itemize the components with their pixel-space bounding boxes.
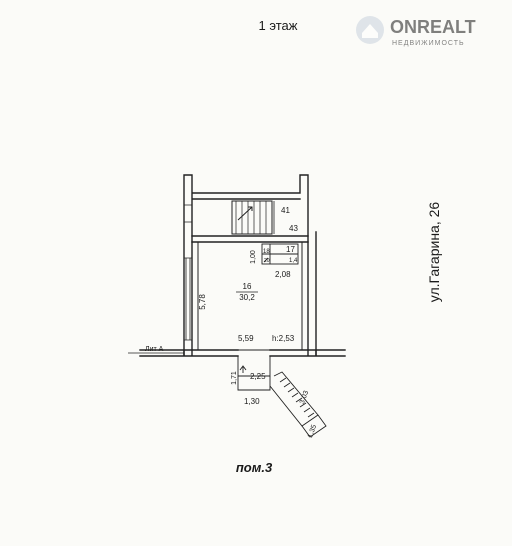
dimension-1-00: 1,00 — [250, 250, 257, 264]
watermark-tagline: НЕДВИЖИМОСТЬ — [392, 40, 465, 47]
label-room-41: 41 — [281, 206, 290, 215]
label-ceiling-height: h:2,53 — [272, 334, 295, 343]
door-arrow-icon — [239, 365, 247, 373]
room-16-outline — [197, 241, 303, 351]
house-logo-icon — [356, 16, 384, 44]
dimension-3-03: 3,03 — [299, 390, 310, 405]
window-left — [183, 257, 193, 341]
stair-arrow-icon — [237, 206, 253, 221]
label-room-17: 17 — [286, 245, 295, 254]
premise-label: пом.3 — [236, 460, 273, 475]
label-room-43: 43 — [289, 224, 298, 233]
porch-stairs — [237, 371, 327, 438]
label-room-16-area: 30,2 — [239, 293, 255, 302]
street-label: ул.Гагарина, 26 — [426, 202, 442, 303]
dimension-1-4: 1,4 — [289, 258, 298, 264]
dimension-1-30: 1,30 — [244, 397, 260, 406]
onrealt-watermark: ONREALT НЕДВИЖИМОСТЬ — [356, 16, 476, 47]
litera-label: Лит А — [145, 346, 164, 353]
dimension-1-71: 1,71 — [231, 371, 238, 385]
label-room-20: 20 — [264, 258, 270, 264]
bottom-wall — [139, 349, 346, 357]
dimension-2-25: 2,25 — [250, 372, 266, 381]
watermark-brand: ONREALT — [390, 17, 476, 37]
small-rooms-block — [261, 243, 299, 265]
window-top-left — [183, 204, 193, 223]
dimension-5-78: 5,78 — [198, 294, 207, 310]
dimension-5-59: 5,59 — [238, 334, 254, 343]
label-room-18: 18 — [263, 249, 270, 255]
door-arrow-icon — [263, 257, 269, 263]
stair-41 — [231, 200, 275, 235]
building-walls — [139, 174, 346, 357]
entrance-door — [237, 356, 271, 377]
dimension-2-08: 2,08 — [275, 270, 291, 279]
label-room-16: 16 — [243, 282, 252, 291]
dimension-1-35: 1,35 — [307, 424, 318, 439]
interior-wall — [191, 235, 309, 243]
outer-wall — [183, 174, 317, 356]
floor-title: 1 этаж — [259, 18, 298, 33]
